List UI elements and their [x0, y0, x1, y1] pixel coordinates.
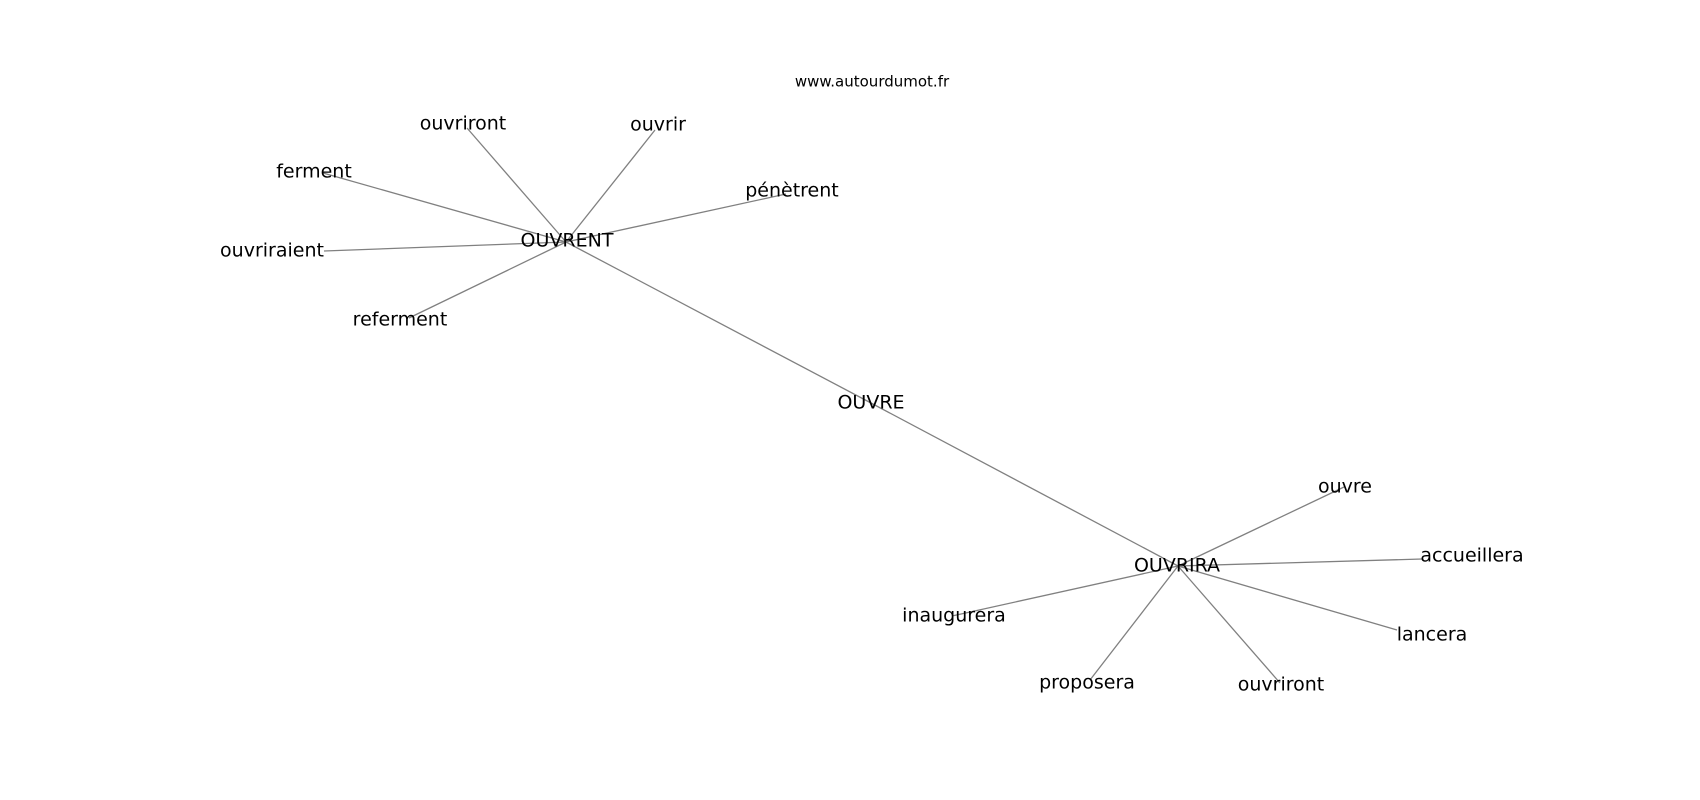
node-label: pénètrent	[745, 180, 839, 202]
edge-ouvrira-accueillera	[1177, 558, 1423, 567]
node-label: ouvriront	[1238, 674, 1325, 696]
graph-labels: www.autourdumot.fr OUVRE OUVRENT ouvriro…	[220, 73, 1524, 696]
node-label: ferment	[276, 161, 352, 183]
edge-ouvrent-penetrent	[565, 193, 787, 243]
node-label: ouvre	[1318, 476, 1372, 498]
edge-ouvre-ouvrira	[870, 402, 1179, 567]
edge-ouvrent-ferment	[322, 172, 567, 243]
site-url: www.autourdumot.fr	[795, 73, 950, 91]
node-label: ouvrir	[630, 114, 686, 136]
edge-ouvrira-ouvriront	[1177, 565, 1281, 684]
edge-ouvrent-ouvriront	[466, 127, 567, 243]
edge-ouvrent-referment	[408, 241, 567, 319]
hub-node-label: OUVRIRA	[1134, 555, 1220, 577]
node-label: accueillera	[1420, 545, 1523, 567]
graph-edges	[322, 127, 1423, 684]
edge-ouvrent-ouvriraient	[323, 241, 567, 252]
node-label: inaugurera	[902, 605, 1006, 627]
node-label: referment	[353, 309, 448, 331]
edge-ouvrira-proposera	[1089, 565, 1179, 681]
edge-ouvrent-ouvre	[565, 241, 872, 404]
node-label: proposera	[1039, 672, 1135, 694]
edge-ouvrira-lancera	[1177, 565, 1398, 631]
hub-node-label: OUVRENT	[521, 230, 614, 252]
edge-ouvrent-ouvrir	[565, 129, 656, 243]
node-label: ouvriront	[420, 113, 507, 135]
edge-ouvrira-inaugurera	[951, 565, 1179, 617]
center-node-label: OUVRE	[837, 392, 904, 414]
node-label: ouvriraient	[220, 240, 324, 262]
edge-ouvrira-ouvre	[1177, 486, 1345, 567]
node-label: lancera	[1397, 624, 1468, 646]
